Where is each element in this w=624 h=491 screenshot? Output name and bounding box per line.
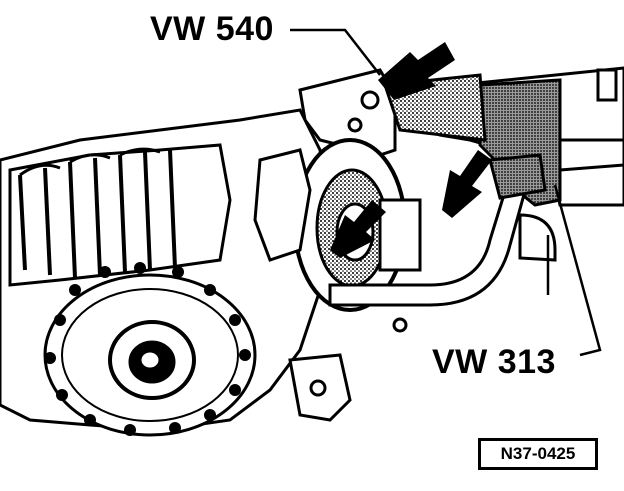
label-vw313: VW 313	[432, 343, 556, 381]
arrow-upper	[378, 42, 455, 100]
arrow-middle	[442, 150, 492, 218]
vw313-pipe	[328, 153, 557, 307]
leader-lines	[290, 28, 602, 357]
differential-cover	[43, 262, 257, 437]
figure-number-box: N37-0425	[478, 438, 598, 470]
lower-mount	[288, 317, 408, 422]
arrow-lower	[330, 200, 386, 258]
label-vw540: VW 540	[150, 10, 274, 48]
